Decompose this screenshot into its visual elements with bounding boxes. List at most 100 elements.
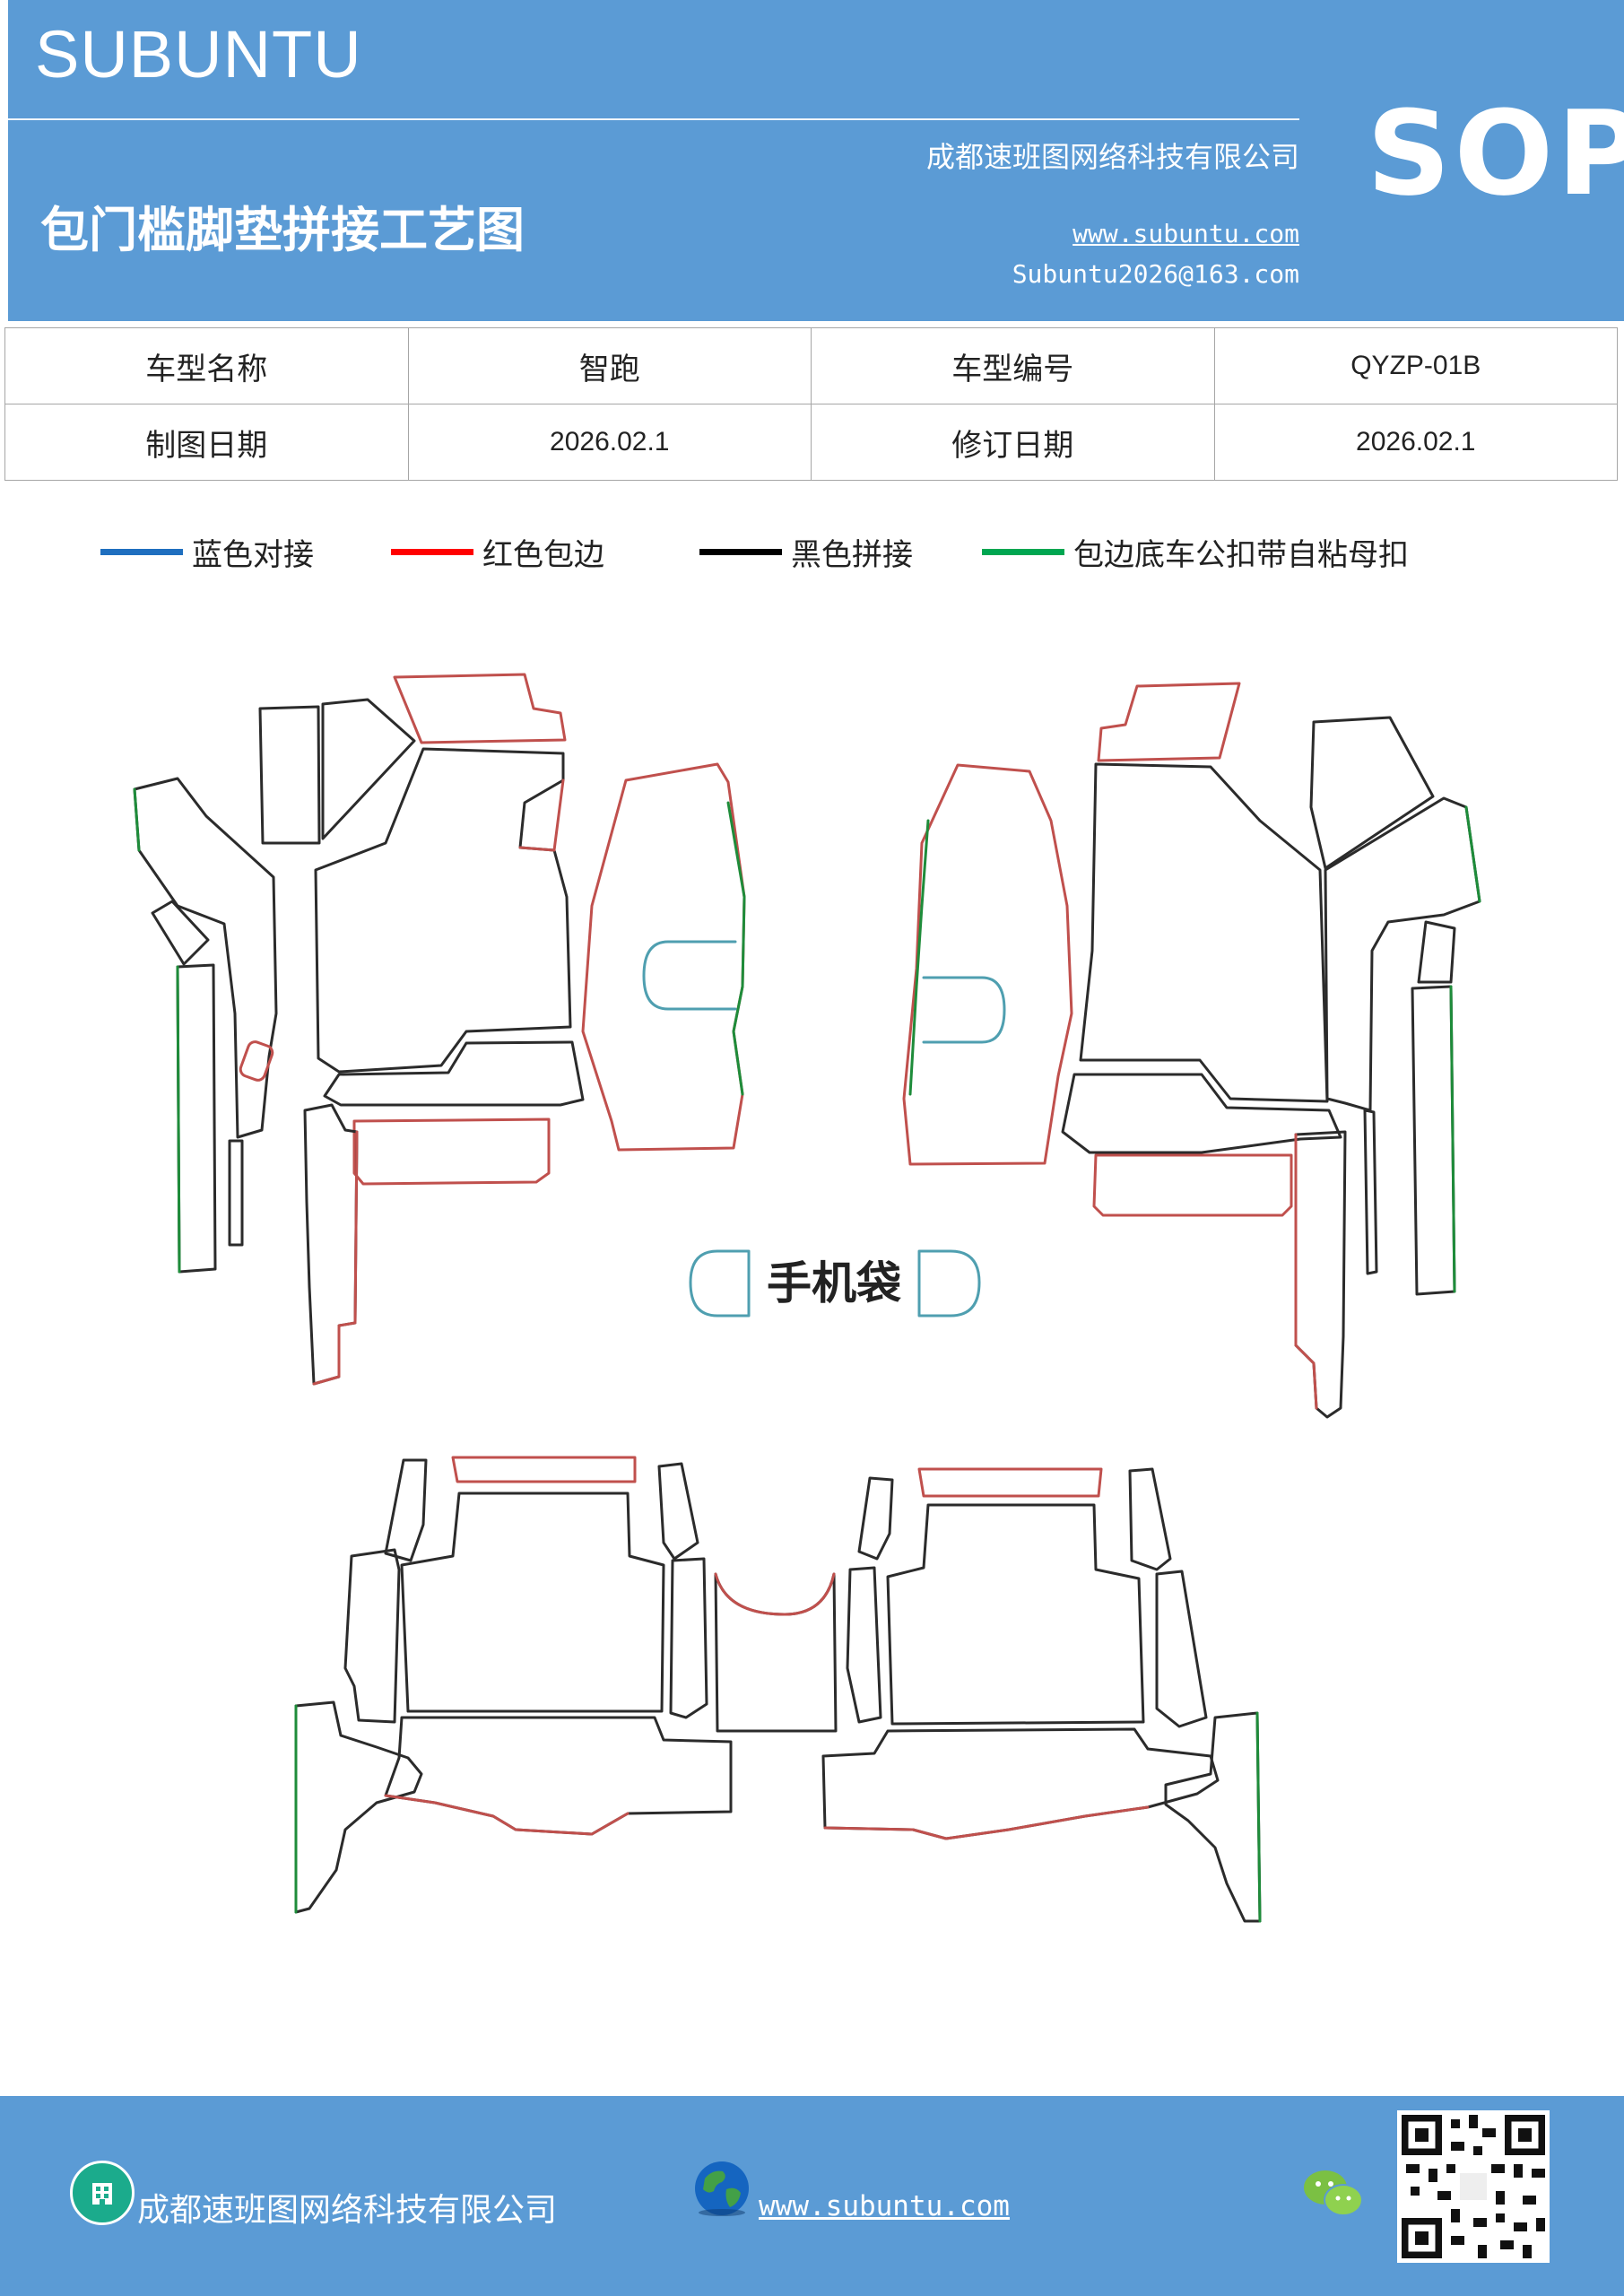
mat-piece [352,1118,551,1186]
red-edge [714,1572,836,1616]
red-edge [384,1794,630,1836]
mat-piece [1164,1711,1262,1923]
mat-piece [393,673,567,744]
pocket-outline [922,976,1006,1044]
value-model-code: QYZP-01B [1213,327,1618,404]
mat-piece [151,900,210,966]
green-edge [133,787,141,852]
header-banner: SUBUNTU 成都速班图网络科技有限公司 包门槛脚垫拼接工艺图 www.sub… [8,0,1624,321]
red-edge [1294,1133,1318,1410]
pocket-outline [642,940,737,1011]
value-drawing-date: 2026.02.1 [407,404,812,481]
building-icon [70,2161,135,2225]
mat-piece [384,1458,428,1562]
footer-banner: 成都速班图网络科技有限公司 www.subuntu.com [0,2096,1624,2296]
color-legend: 蓝色对接 红色包边 黑色拼接 包边底车公扣带自粘母扣 [0,525,1624,578]
mat-piece [1128,1467,1172,1571]
mat-piece [228,1139,244,1247]
mat-piece [1097,682,1241,762]
phone-pocket-group: 手机袋 [689,1249,981,1318]
legend-item-green: 包边底车公扣带自粘母扣 [982,525,1409,578]
legend-item-blue: 蓝色对接 [100,525,314,578]
qr-code [1397,2110,1550,2263]
green-edge [176,965,181,1274]
mat-piece [1363,1109,1378,1275]
globe-icon [695,2161,749,2216]
green-edge [726,801,746,1096]
red-edge [823,1805,1150,1840]
floor-mat-diagram: 手机袋 [133,673,1481,1923]
mat-piece [303,1103,359,1386]
rear-mats [294,1456,1262,1923]
label-revision-date: 修订日期 [811,404,1215,481]
table-row: 车型名称 智跑 车型编号 QYZP-01B [4,327,1618,404]
label-drawing-date: 制图日期 [4,404,409,481]
value-revision-date: 2026.02.1 [1213,404,1618,481]
mat-piece [343,1548,401,1724]
mat-piece [1294,1130,1347,1419]
sop-badge: SOP [1367,85,1624,222]
mat-piece [323,1040,585,1107]
mat-piece [1417,920,1456,984]
mat-piece [669,1557,708,1719]
wechat-icon [1304,2170,1363,2216]
mat-piece [384,1716,733,1836]
header-website-link[interactable]: www.subuntu.com [1073,219,1299,248]
header-email[interactable]: Subuntu2026@163.com [1012,259,1299,289]
front-right-mats [902,682,1481,1419]
mat-piece [657,1462,699,1561]
mat-piece [1411,985,1456,1296]
mat-piece [258,705,321,845]
green-edge [908,819,930,1096]
mat-piece [451,1456,637,1483]
building-glyph [92,2183,112,2205]
mat-piece [821,1727,1220,1840]
mat-piece [1309,716,1435,870]
red-edge [312,1130,359,1386]
pocket-outline [689,1249,751,1318]
label-model-code: 车型编号 [811,327,1215,404]
mat-piece [846,1566,882,1724]
mat-piece [857,1476,894,1561]
label-model-name: 车型名称 [4,327,409,404]
mat-piece [1061,1073,1342,1154]
legend-label: 黑色拼接 [791,536,913,573]
header-divider [8,118,1299,120]
pocket-outline [917,1249,981,1318]
mat-piece [314,747,572,1074]
green-edge [1464,805,1481,903]
mat-piece [294,1700,423,1914]
legend-label: 红色包边 [482,536,604,573]
footer-website-link[interactable]: www.subuntu.com [759,2190,1010,2222]
mat-piece [886,1503,1145,1726]
red-edge [518,778,565,852]
mat-piece [1155,1570,1208,1728]
mat-piece [902,763,1073,1166]
mat-piece [176,963,217,1274]
mat-piece [917,1467,1103,1498]
blue-swatch [100,548,183,555]
vehicle-info-table: 车型名称 智跑 车型编号 QYZP-01B 制图日期 2026.02.1 修订日… [4,327,1618,481]
mat-piece [1324,796,1481,1112]
mat-piece [1092,1153,1293,1217]
mat-piece [1079,762,1329,1103]
footer-company: 成都速班图网络科技有限公司 [137,2192,558,2229]
red-swatch [391,548,473,555]
value-model-name: 智跑 [407,327,812,404]
mat-piece [714,1572,838,1733]
phone-pocket-label: 手机袋 [767,1257,901,1309]
table-row: 制图日期 2026.02.1 修订日期 2026.02.1 [4,404,1618,481]
legend-item-red: 红色包边 [391,525,604,578]
legend-item-black: 黑色拼接 [699,525,913,578]
mat-piece [321,698,416,840]
header-company: 成都速班图网络科技有限公司 [925,140,1299,174]
legend-label: 包边底车公扣带自粘母扣 [1073,536,1409,573]
green-edge [1255,1711,1262,1923]
front-left-mats [133,673,746,1386]
green-swatch [982,548,1064,555]
mat-piece [133,777,278,1139]
green-edge [1449,985,1456,1293]
brand-name: SUBUNTU [35,17,362,91]
legend-label: 蓝色对接 [192,536,314,573]
black-swatch [699,548,782,555]
